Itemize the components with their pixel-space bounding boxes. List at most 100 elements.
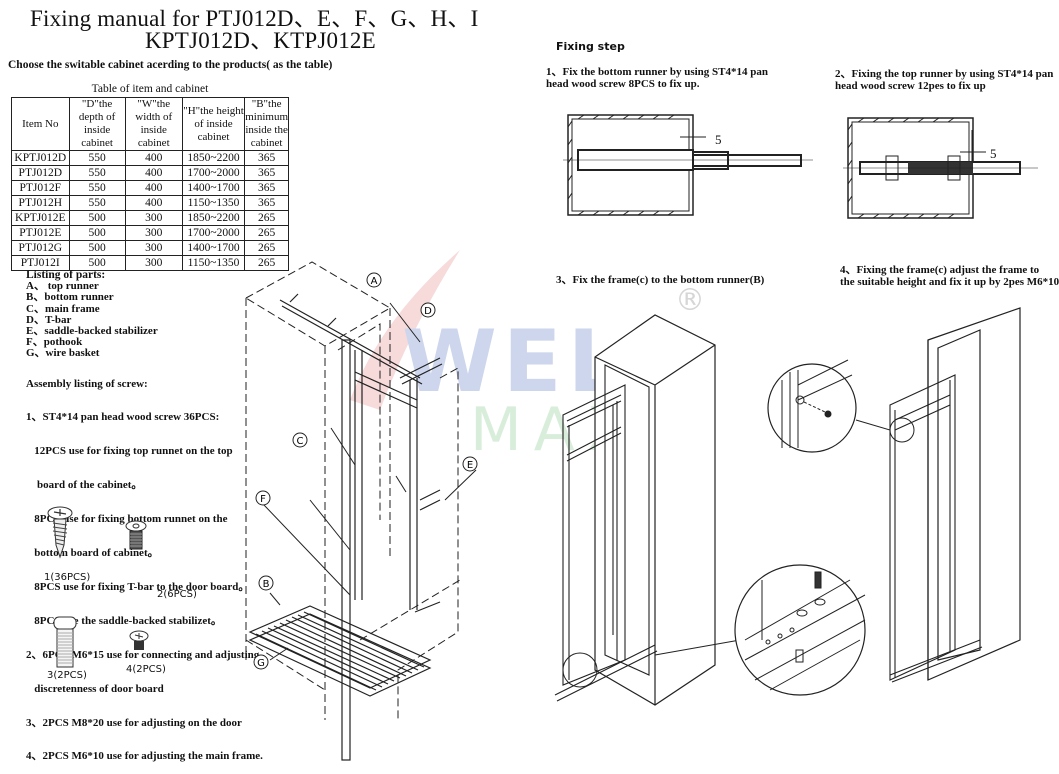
callout-f: F bbox=[255, 490, 271, 511]
screw-label-1: 1(36PCS) bbox=[44, 572, 91, 583]
cell: 1700~2000 bbox=[181, 225, 246, 241]
step-3-line1: 3、Fix the frame(c) to the bottom runner(… bbox=[556, 274, 765, 286]
cell: 365 bbox=[244, 195, 289, 211]
step-4-adjust-diagram bbox=[734, 307, 1021, 696]
cell: 300 bbox=[124, 255, 183, 271]
screw-line: 12PCS use for fixing top runnet on the t… bbox=[26, 445, 233, 458]
col-header-depth: "D"the depth of inside cabinet bbox=[68, 97, 126, 151]
cell: 550 bbox=[68, 195, 126, 211]
screw-line: 8PCS use for fixing T-bar to the door bo… bbox=[26, 580, 250, 593]
intro-text: Choose the switable cabinet acerding to … bbox=[8, 59, 333, 71]
cell: PTJ012E bbox=[11, 225, 70, 241]
screw-line: 1、ST4*14 pan head wood screw 36PCS: bbox=[26, 411, 220, 424]
item-cabinet-table: Table of item and cabinet Item No "D"the… bbox=[11, 81, 289, 271]
cell: 1700~2000 bbox=[181, 165, 246, 181]
cell: PTJ012F bbox=[11, 180, 70, 196]
fixing-step-title: Fixing step bbox=[556, 40, 625, 53]
cell: 365 bbox=[244, 150, 289, 166]
cell: 265 bbox=[244, 225, 289, 241]
cell: 1150~1350 bbox=[181, 255, 246, 271]
cell: PTJ012I bbox=[11, 255, 70, 271]
cell: 300 bbox=[124, 210, 183, 226]
watermark-swoosh-icon bbox=[350, 250, 460, 410]
step-1-line2: head wood screw 8PCS to fix up. bbox=[546, 77, 700, 90]
col-header-item: Item No bbox=[11, 97, 70, 151]
svg-text:A: A bbox=[371, 276, 378, 287]
cell: 265 bbox=[244, 210, 289, 226]
table-caption: Table of item and cabinet bbox=[11, 81, 289, 98]
cell: PTJ012H bbox=[11, 195, 70, 211]
cell: 1850~2200 bbox=[181, 210, 246, 226]
manual-title-line1: Fixing manual for PTJ012D、E、F、G、H、I bbox=[30, 6, 479, 31]
cell: 300 bbox=[124, 240, 183, 256]
cell: 400 bbox=[124, 195, 183, 211]
screw-label-2: 2(6PCS) bbox=[157, 589, 197, 600]
step-2-text: 2、Fixing the top runner by using ST4*14 … bbox=[835, 68, 1053, 92]
table-header-row: Item No "D"the depth of inside cabinet "… bbox=[11, 97, 289, 151]
cell: 550 bbox=[68, 150, 126, 166]
parts-heading: Listing of parts: bbox=[26, 269, 106, 281]
step-4-text: 4、Fixing the frame(c) adjust the frame t… bbox=[840, 264, 1059, 288]
step-2-gap-label: 5 bbox=[990, 146, 997, 161]
cell: PTJ012D bbox=[11, 165, 70, 181]
part-item: G、wire basket bbox=[26, 347, 100, 360]
step-4-line1: 4、Fixing the frame(c) adjust the frame t… bbox=[840, 264, 1040, 276]
col-header-minimum: "B"the minimum inside the cabinet bbox=[244, 97, 289, 151]
svg-text:C: C bbox=[297, 436, 304, 447]
cell: KPTJ012D bbox=[11, 150, 70, 166]
cell: 500 bbox=[68, 255, 126, 271]
cell: 500 bbox=[68, 225, 126, 241]
screw-label-3: 3(2PCS) bbox=[47, 670, 87, 681]
step-1-gap-label: 5 bbox=[715, 132, 722, 147]
cell: 550 bbox=[68, 180, 126, 196]
cell: 300 bbox=[124, 225, 183, 241]
col-header-width: "W"the width of inside cabinet bbox=[124, 97, 183, 151]
step-1-text: 1、Fix the bottom runner by using ST4*14 … bbox=[546, 66, 768, 90]
cell: 1150~1350 bbox=[181, 195, 246, 211]
step-2-top-runner-diagram bbox=[843, 117, 1038, 219]
cell: 550 bbox=[68, 165, 126, 181]
cell: 365 bbox=[244, 165, 289, 181]
callout-b: B bbox=[258, 575, 274, 596]
svg-text:F: F bbox=[260, 494, 266, 505]
callout-d: D bbox=[420, 302, 436, 323]
col-header-height: "H"the height of inside cabinet bbox=[181, 97, 246, 151]
step-1-line1: 1、Fix the bottom runner by using ST4*14 … bbox=[546, 66, 768, 78]
screw-line: board of the cabinet。 bbox=[26, 479, 143, 492]
part-item: B、bottom runner bbox=[26, 291, 114, 304]
step-1-bottom-runner-diagram bbox=[563, 114, 813, 216]
step-4-line2: the suitable height and fix it up by 2pe… bbox=[840, 275, 1059, 288]
cell: 500 bbox=[68, 210, 126, 226]
cell: PTJ012G bbox=[11, 240, 70, 256]
cell: 1850~2200 bbox=[181, 150, 246, 166]
callout-e: E bbox=[462, 456, 478, 477]
cell: 500 bbox=[68, 240, 126, 256]
screw-line: 3、2PCS M8*20 use for adjusting on the do… bbox=[26, 716, 242, 729]
svg-text:E: E bbox=[467, 460, 473, 471]
wood-screw-icon bbox=[47, 506, 73, 559]
part-item: F、pothook bbox=[26, 336, 83, 349]
screw-line: discretenness of door board bbox=[26, 682, 164, 695]
part-item: C、main frame bbox=[26, 302, 100, 315]
part-item: A、 top runner bbox=[26, 280, 99, 293]
cell: 365 bbox=[244, 180, 289, 196]
screw-label-4: 4(2PCS) bbox=[126, 664, 166, 675]
part-item: E、saddle-backed stabilizer bbox=[26, 325, 158, 338]
screw-line: 8PCS use for fixing bottom runnet on the bbox=[26, 513, 228, 526]
svg-text:G: G bbox=[257, 658, 265, 669]
step-2-line2: head wood screw 12pes to fix up bbox=[835, 79, 986, 92]
step-3-frame-diagram bbox=[554, 314, 741, 706]
svg-text:D: D bbox=[424, 306, 432, 317]
cell: 400 bbox=[124, 165, 183, 181]
screw-heading: Assembly listing of screw: bbox=[26, 377, 148, 390]
svg-text:B: B bbox=[263, 579, 270, 590]
callout-c: C bbox=[292, 432, 308, 453]
cell: 1400~1700 bbox=[181, 180, 246, 196]
cell: 265 bbox=[244, 240, 289, 256]
